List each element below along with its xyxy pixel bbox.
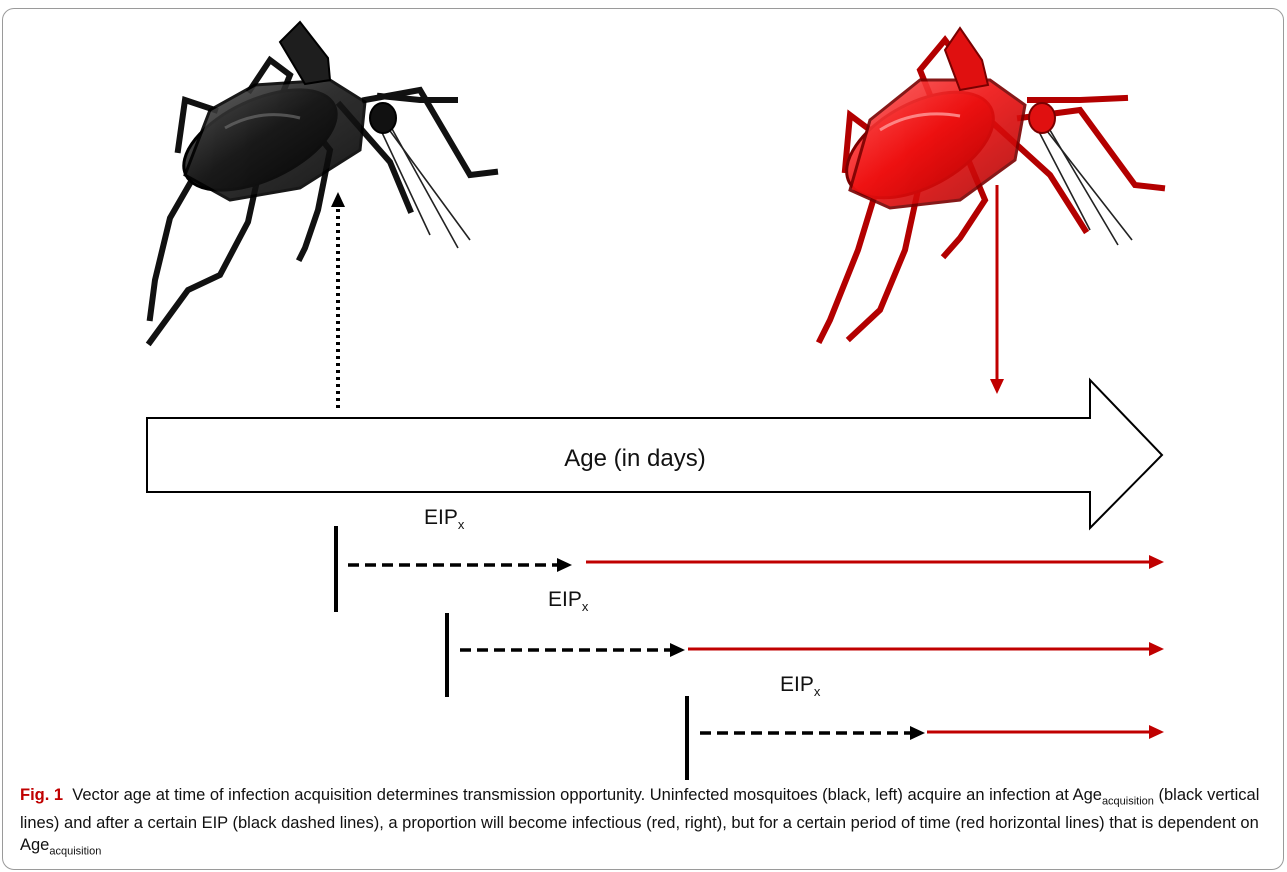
caption-age-sub-1: acquisition: [1101, 795, 1154, 808]
acquisition-dotted-arrow: [331, 192, 345, 408]
eip-label-1: EIPx: [424, 506, 465, 533]
caption-age-2: Age: [20, 836, 50, 855]
caption-age-1: Age: [1072, 786, 1102, 804]
eip-label-3: EIPx: [780, 673, 821, 700]
infectious-red-arrow: [990, 185, 1004, 394]
figure-caption: Fig. 1 Vector age at time of infection a…: [20, 784, 1270, 863]
age-axis-arrow: [146, 377, 1164, 531]
caption-age-sub-2: acquisition: [49, 845, 102, 858]
infectious-mosquito-icon: [815, 26, 1166, 345]
caption-text-2: (black vertical lines) and after a certa…: [20, 786, 1260, 833]
figure-frame: [2, 8, 1284, 870]
age-axis-label: Age (in days): [564, 445, 705, 472]
infection-row-1: [334, 526, 1164, 612]
infection-row-3: [685, 696, 1164, 780]
figure-label: Fig. 1: [20, 786, 64, 804]
eip-label-2: EIPx: [548, 588, 589, 615]
infection-row-2: [445, 613, 1164, 697]
caption-text-1: Vector age at time of infection acquisit…: [72, 786, 1073, 804]
uninfected-mosquito-icon: [145, 20, 499, 347]
